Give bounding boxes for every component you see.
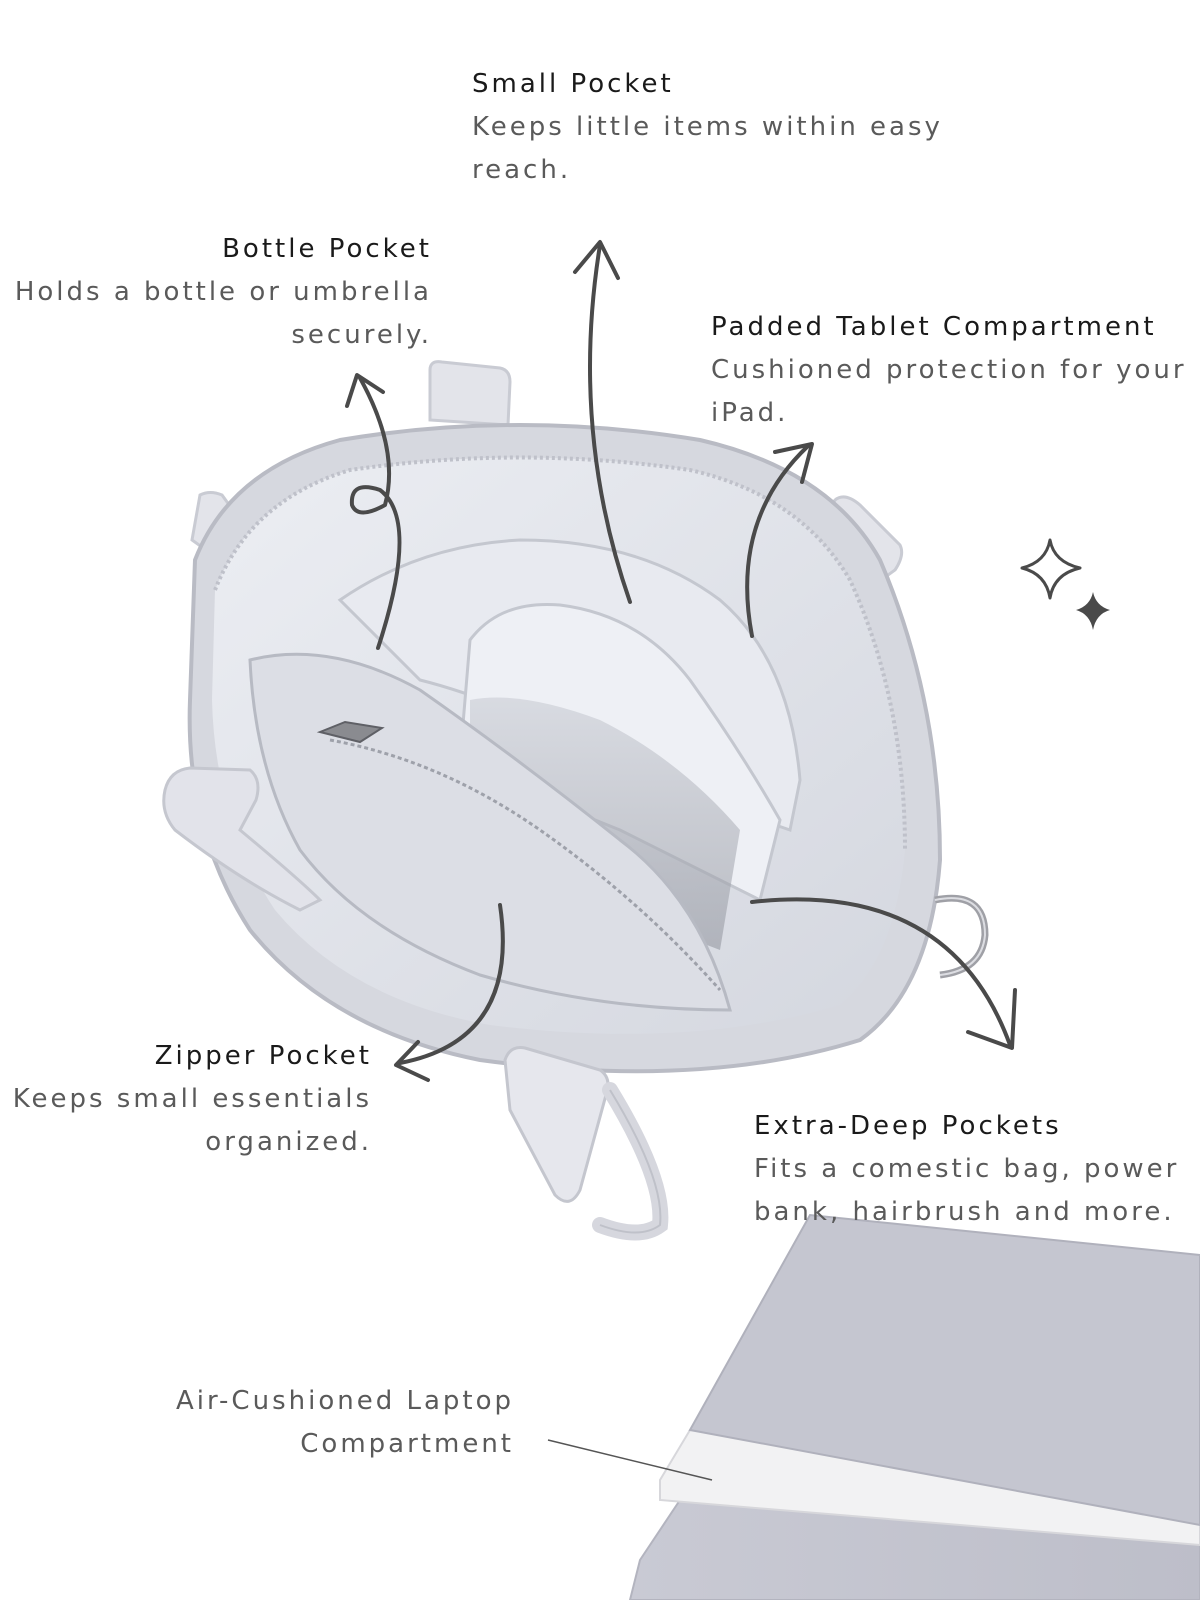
bottle-pocket-description: Holds a bottle or umbrella securely. xyxy=(14,277,432,350)
deep-pockets-description: Fits a comestic bag, power bank, hairbru… xyxy=(754,1154,1180,1227)
arrow-icon xyxy=(750,897,1012,1047)
callout-deep-pockets: Extra-Deep Pockets Fits a comestic bag, … xyxy=(754,1105,1200,1234)
laptop-leader-line xyxy=(547,1439,713,1481)
tablet-compartment-description: Cushioned protection for your iPad. xyxy=(711,355,1187,428)
arrow-icon xyxy=(966,988,1017,1050)
arrow-icon xyxy=(588,243,632,604)
bag-compartments xyxy=(248,538,802,1012)
zipper-pocket-title: Zipper Pocket xyxy=(154,1041,372,1071)
callout-tablet-compartment: Padded Tablet Compartment Cushioned prot… xyxy=(711,306,1191,435)
arrow-icon xyxy=(349,376,402,650)
small-pocket-title: Small Pocket xyxy=(472,69,674,99)
laptop-foam-sample xyxy=(547,1213,1200,1600)
bottle-pocket-title: Bottle Pocket xyxy=(222,234,432,264)
arrow-icon xyxy=(745,444,810,638)
callout-bottle-pocket: Bottle Pocket Holds a bottle or umbrella… xyxy=(0,228,432,357)
d-ring xyxy=(934,894,989,979)
laptop-compartment-title: Air-Cushioned Laptop Compartment xyxy=(176,1386,514,1459)
zipper-pocket-description: Keeps small essentials organized. xyxy=(12,1084,372,1157)
arrow-icon xyxy=(394,1040,430,1082)
deep-pockets-title: Extra-Deep Pockets xyxy=(754,1111,1062,1141)
tablet-compartment-title: Padded Tablet Compartment xyxy=(711,312,1157,342)
arrow-icon xyxy=(345,373,385,408)
callout-zipper-pocket: Zipper Pocket Keeps small essentials org… xyxy=(0,1035,372,1164)
arrow-icon xyxy=(573,240,620,280)
bag-handles-front xyxy=(162,766,669,1241)
callout-laptop-compartment: Air-Cushioned Laptop Compartment xyxy=(100,1380,514,1466)
arrow-icon xyxy=(773,442,814,484)
small-pocket-description: Keeps little items within easy reach. xyxy=(472,112,943,185)
sparkle-icon xyxy=(1020,538,1110,630)
arrow-icon xyxy=(398,903,505,1065)
callout-small-pocket: Small Pocket Keeps little items within e… xyxy=(472,63,992,192)
